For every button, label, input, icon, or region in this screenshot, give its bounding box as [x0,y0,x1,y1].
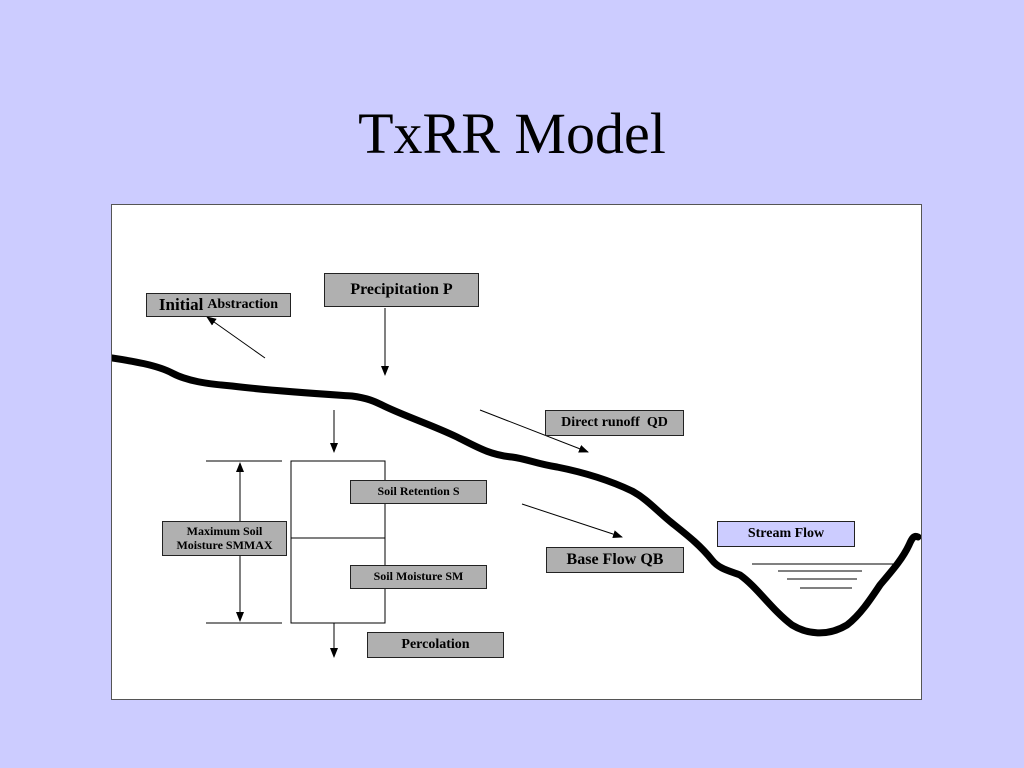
base-flow-arrow [521,503,623,538]
max-soil-moisture-label-line1: Maximum Soil [186,523,263,538]
max-soil-moisture-label: Maximum Soil Moisture SMMAX [162,521,287,556]
base-flow-label: Base Flow QB [546,547,684,573]
base-flow-label-text: Base Flow QB [566,550,664,568]
ground-surface-line [112,354,921,637]
soil-moisture-label-text: Soil Moisture SM [373,569,464,584]
direct-runoff-label-text: Direct runoff QD [561,414,668,430]
slide-title: TxRR Model [358,101,666,166]
precipitation-label: Precipitation P [324,273,479,307]
soil-storage-box [290,460,386,624]
soil-moisture-label: Soil Moisture SM [350,565,487,589]
initial-abstraction-arrow [206,316,266,359]
initial-abstraction-label: Initial Abstraction [146,293,291,317]
max-soil-moisture-label-line2: Moisture SMMAX [176,537,273,552]
stream-flow-label: Stream Flow [717,521,855,547]
direct-runoff-arrow [479,409,589,453]
stream-flow-label-text: Stream Flow [747,525,825,541]
soil-retention-label-text: Soil Retention S [377,484,460,499]
direct-runoff-label: Direct runoff QD [545,410,684,436]
precipitation-label-text: Precipitation P [350,280,453,298]
soil-retention-label: Soil Retention S [350,480,487,504]
initial-abstraction-label-sub: Abstraction [207,296,279,312]
diagram-canvas [112,308,921,658]
initial-abstraction-label-main: Initial [158,295,204,315]
percolation-label-text: Percolation [401,636,470,652]
diagram-panel: Initial Abstraction Precipitation P Dire… [111,204,922,700]
percolation-label: Percolation [367,632,504,658]
